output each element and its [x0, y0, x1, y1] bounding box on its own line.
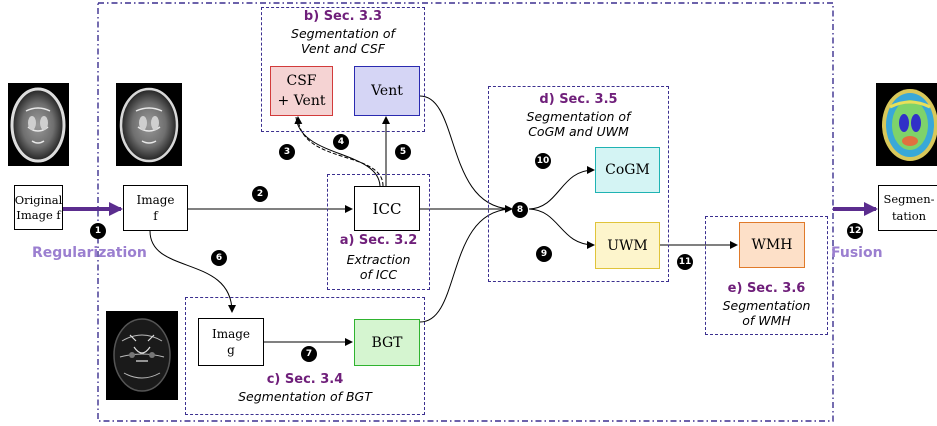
section-e-frame: [705, 216, 828, 335]
vent-box: Vent: [354, 66, 420, 116]
arrow-merge-to-cogm: [528, 166, 595, 210]
step-10-badge: 10: [535, 153, 551, 169]
mri-segmentation-thumbnail: [876, 83, 937, 166]
bgt-box: BGT: [354, 319, 420, 366]
section-e-title: e) Sec. 3.6: [727, 281, 806, 296]
step-4-badge: 4: [333, 134, 349, 150]
uwm-box: UWM: [595, 222, 660, 269]
regularization-label: Regularization: [32, 245, 147, 261]
cogm-box: CoGM: [595, 147, 660, 193]
mri-original-thumbnail: [8, 83, 69, 166]
step-7-badge: 7: [301, 346, 317, 362]
section-b-frame: [261, 7, 425, 132]
arrow-icc-to-csf: [295, 116, 381, 187]
arrow-merge-to-uwm: [528, 208, 595, 249]
csf-vent-box: CSF+ Vent: [270, 66, 333, 116]
step-6-badge: 6: [211, 250, 227, 266]
mri-image-f-thumbnail: [116, 83, 182, 166]
fusion-label: Fusion: [831, 245, 883, 261]
mri-image-g-thumbnail: [106, 311, 178, 400]
step-8-badge: 8: [512, 202, 528, 218]
icc-box: ICC: [354, 186, 420, 231]
section-a-title: a) Sec. 3.2: [339, 233, 418, 248]
arrow-image-f-to-image-g: [149, 230, 236, 313]
step-5-badge: 5: [395, 144, 411, 160]
wmh-box: WMH: [739, 222, 805, 268]
step-11-badge: 11: [677, 254, 693, 270]
step-12-badge: 12: [847, 223, 863, 239]
segmentation-box: Segmen-tation: [878, 185, 937, 231]
section-a-frame: [327, 174, 430, 290]
section-b-title: b) Sec. 3.3: [303, 9, 383, 24]
section-c-title: c) Sec. 3.4: [266, 372, 344, 387]
step-9-badge: 9: [536, 246, 552, 262]
step-2-badge: 2: [252, 186, 268, 202]
step-1-badge: 1: [90, 223, 106, 239]
arrow-bgt-to-merge: [419, 208, 513, 323]
arrow-vent-to-merge: [419, 95, 513, 213]
outer-frame: [97, 2, 834, 422]
section-c-frame: [185, 297, 425, 415]
section-d-frame: [488, 86, 669, 282]
section-c-subtitle: Segmentation of BGT: [238, 389, 372, 404]
step-3-badge: 3: [279, 144, 295, 160]
section-d-title: d) Sec. 3.5: [539, 92, 618, 107]
